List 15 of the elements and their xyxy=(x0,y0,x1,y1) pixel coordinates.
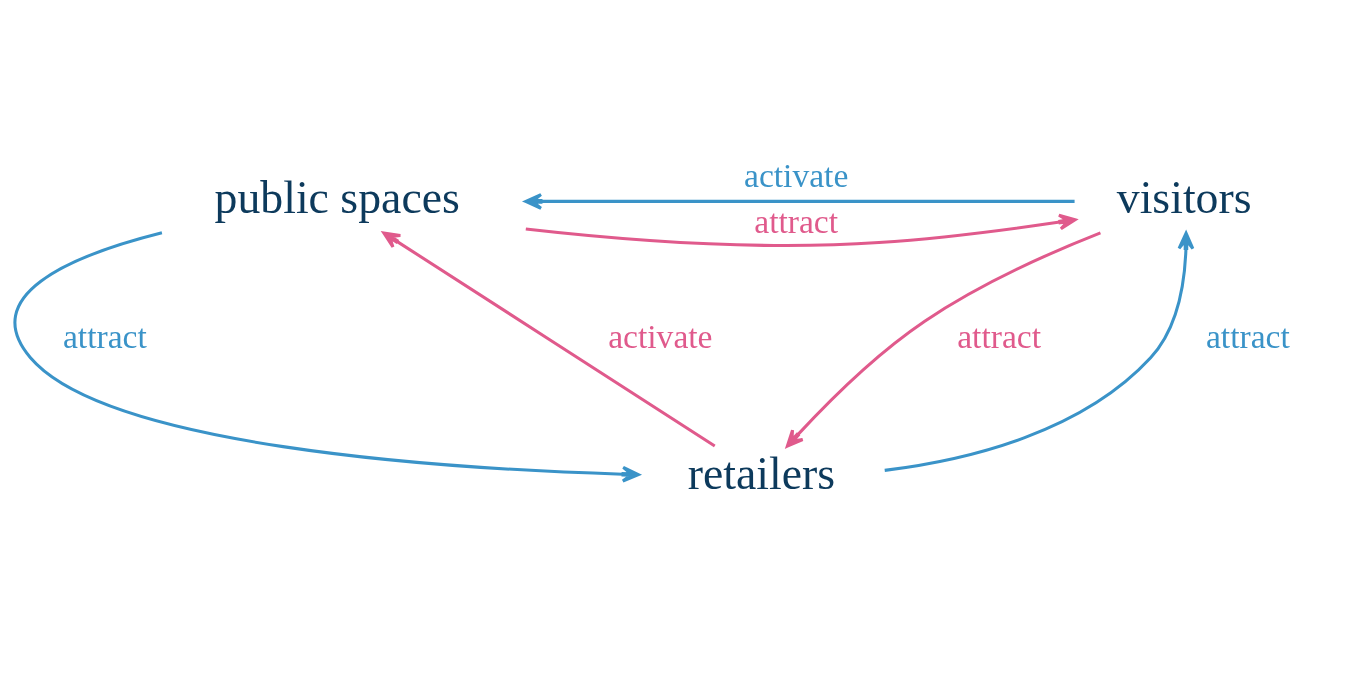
edge-label: activate xyxy=(744,156,849,194)
node-text: visitors xyxy=(1116,171,1252,223)
node-text: public spaces xyxy=(214,171,460,223)
edge-label: attract xyxy=(754,202,839,240)
arrow xyxy=(884,231,1195,472)
arrow xyxy=(13,230,640,483)
edge-label: attract xyxy=(62,317,147,355)
arrow xyxy=(524,192,1075,210)
node-text: retailers xyxy=(687,447,836,499)
arrow xyxy=(382,230,716,447)
arrow xyxy=(525,213,1077,247)
arrow xyxy=(785,230,1101,448)
edge-label: activate xyxy=(608,317,713,355)
edge-label: attract xyxy=(957,317,1042,355)
edge-label: attract xyxy=(1205,317,1290,355)
